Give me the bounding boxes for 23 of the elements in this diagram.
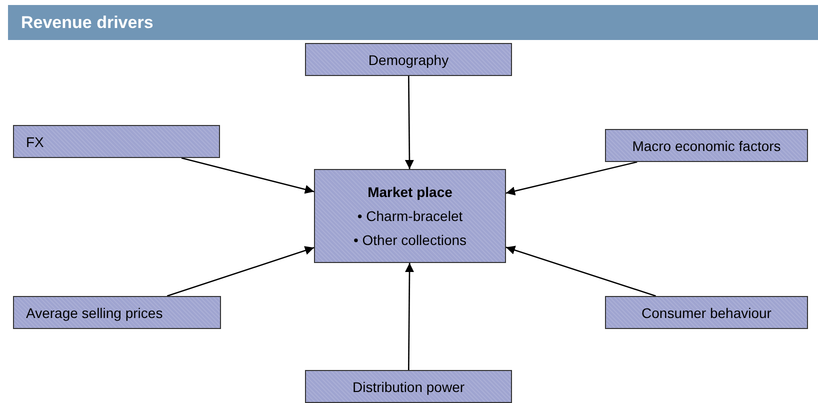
arrow (405, 263, 414, 370)
arrow (404, 76, 414, 169)
bullet-item: • Charm-bracelet (357, 208, 463, 224)
driver-box (13, 296, 221, 329)
box-label: Macro economic factors (632, 138, 781, 154)
driver-box (13, 125, 220, 158)
box-label: Average selling prices (26, 304, 163, 320)
arrow (506, 246, 656, 297)
driver-box (305, 43, 512, 76)
driver-box (605, 129, 808, 162)
box-label: Consumer behaviour (642, 304, 772, 320)
driver-box (314, 169, 506, 263)
arrow (506, 161, 638, 196)
arrow (166, 246, 314, 297)
arrow (181, 157, 314, 194)
title-bar: Revenue drivers (8, 5, 818, 40)
box-label: Distribution power (352, 378, 465, 394)
driver-box (305, 370, 512, 403)
box-heading: Market place (368, 184, 452, 200)
bullet-item: • Other collections (353, 232, 467, 248)
box-label: Demography (368, 52, 449, 68)
box-label: FX (26, 134, 44, 150)
driver-box (605, 296, 808, 329)
